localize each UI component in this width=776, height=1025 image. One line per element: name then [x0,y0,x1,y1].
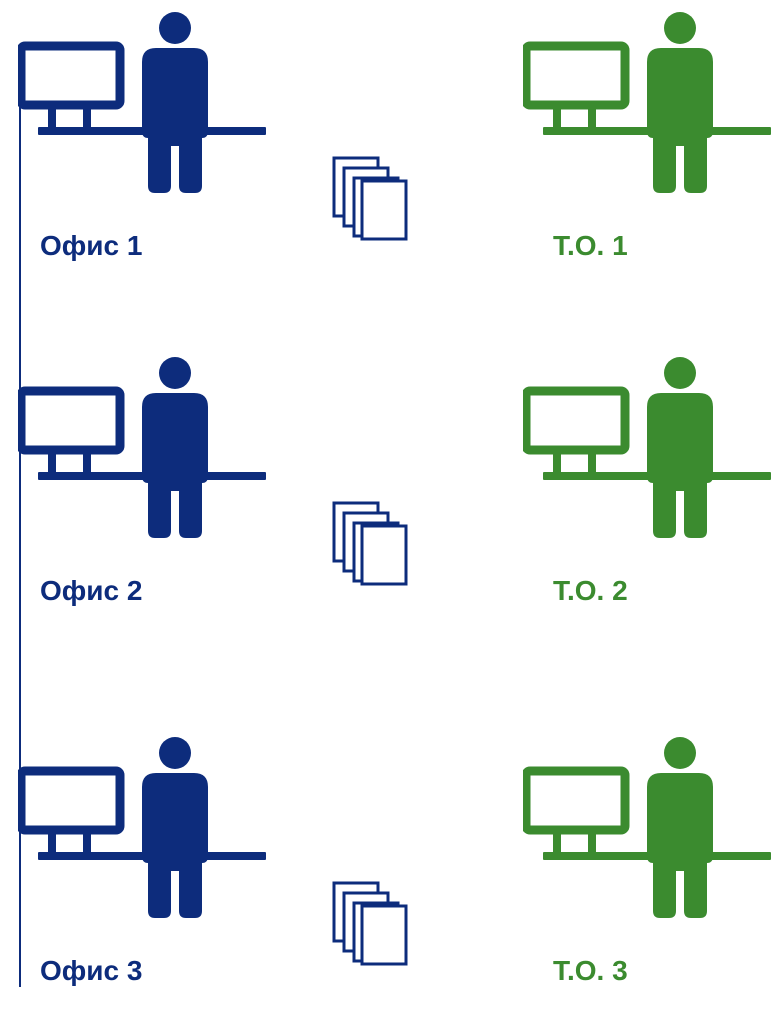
office-workstation-icon [16,733,268,923]
to-label: Т.О. 2 [553,575,628,606]
office-label: Офис 1 [40,230,143,261]
office-workstation-icon [16,8,268,198]
to-workstation-icon [521,8,773,198]
documents-stack-icon [332,501,410,589]
exchange-row-1: Офис 1 Т.О. 1 [0,0,776,300]
office-label: Офис 2 [40,575,143,606]
documents-stack-icon [332,881,410,969]
office-workstation-icon [16,353,268,543]
documents-stack-icon [332,156,410,244]
exchange-row-3: Офис 3 Т.О. 3 [0,725,776,1025]
to-label: Т.О. 1 [553,230,628,261]
exchange-row-2: Офис 2 Т.О. 2 [0,345,776,645]
office-label: Офис 3 [40,955,143,986]
to-workstation-icon [521,353,773,543]
to-workstation-icon [521,733,773,923]
office-connector-line [19,100,21,987]
to-label: Т.О. 3 [553,955,628,986]
